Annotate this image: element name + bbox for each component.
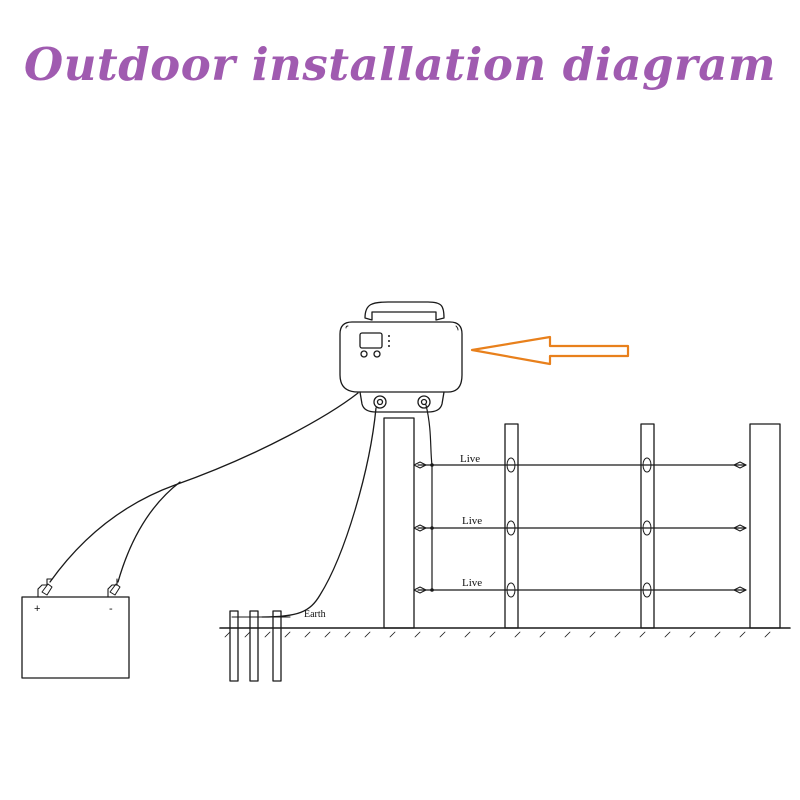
energizer-device — [339, 301, 463, 413]
fence-post-end — [749, 423, 781, 629]
battery-plus-label: + — [34, 603, 40, 615]
live-wires — [417, 464, 747, 591]
earth-rod-1 — [229, 610, 239, 682]
energizer-button-2 — [373, 350, 381, 358]
battery-positive-cable — [49, 392, 359, 583]
fence-posts — [383, 417, 781, 629]
earth-cable — [261, 407, 377, 618]
energizer-handle — [364, 301, 445, 321]
pointer-arrow — [470, 335, 630, 366]
battery-terminal-negative — [107, 578, 118, 598]
earth-rods — [229, 610, 282, 682]
earth-label: Earth — [304, 609, 326, 620]
page-title: Outdoor installation diagram — [24, 38, 776, 91]
ground — [219, 627, 791, 638]
indicator-dots — [388, 335, 390, 347]
live-label-bottom: Live — [462, 577, 482, 589]
terminal-base — [359, 391, 445, 413]
fence-terminal — [417, 395, 431, 409]
earth-rod-2 — [249, 610, 259, 682]
fence-post-3 — [640, 423, 655, 629]
live-label-middle: Live — [462, 515, 482, 527]
battery-terminal-positive — [37, 578, 53, 598]
earth-terminal — [373, 395, 387, 409]
fence-post-2 — [504, 423, 519, 629]
end-insulators — [413, 461, 747, 594]
battery-negative-cable — [117, 481, 181, 583]
battery-body — [21, 596, 130, 679]
live-label-top: Live — [460, 453, 480, 465]
fence-post-main — [383, 417, 415, 629]
earth-rod-3 — [272, 610, 282, 682]
battery — [21, 578, 130, 679]
battery-minus-label: - — [109, 603, 113, 615]
live-feed-wire — [425, 404, 433, 591]
junction-dots — [430, 463, 434, 592]
post-insulators — [506, 457, 652, 598]
energizer-display — [359, 332, 383, 349]
energizer-button-1 — [360, 350, 368, 358]
energizer-body — [339, 321, 463, 393]
